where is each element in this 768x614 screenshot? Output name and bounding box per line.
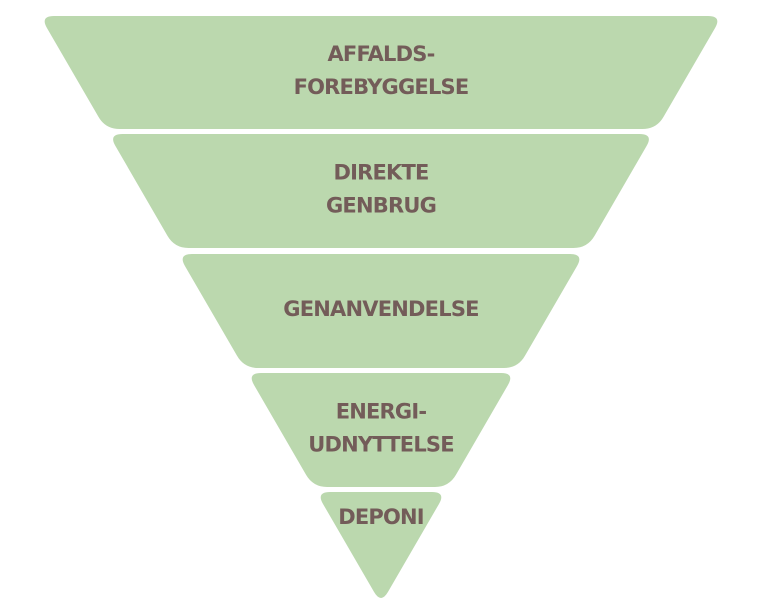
pyramid-tier-1: AFFALDS- FOREBYGGELSE xyxy=(44,16,718,129)
pyramid-tier-shape xyxy=(113,134,649,248)
pyramid-tier-label: FOREBYGGELSE xyxy=(294,75,469,99)
pyramid-tier-shape xyxy=(44,16,718,129)
pyramid-tier-shape xyxy=(251,373,511,487)
pyramid-tier-label: ENERGI- xyxy=(336,400,427,424)
pyramid-tier-5: DEPONI xyxy=(320,492,442,598)
pyramid-tier-2: DIREKTE GENBRUG xyxy=(113,134,649,248)
pyramid-tier-label: DEPONI xyxy=(338,505,424,529)
pyramid-tier-3: GENANVENDELSE xyxy=(182,254,580,368)
pyramid-tier-label: UDNYTTELSE xyxy=(308,433,454,457)
pyramid-tier-label: GENBRUG xyxy=(326,194,436,218)
pyramid-tier-label: DIREKTE xyxy=(333,161,428,185)
pyramid-tier-shape xyxy=(182,254,580,368)
pyramid-tier-4: ENERGI- UDNYTTELSE xyxy=(251,373,511,487)
pyramid-tier-label: AFFALDS- xyxy=(327,42,434,66)
pyramid-tier-shape xyxy=(320,492,442,598)
pyramid-tier-label: GENANVENDELSE xyxy=(283,297,478,321)
